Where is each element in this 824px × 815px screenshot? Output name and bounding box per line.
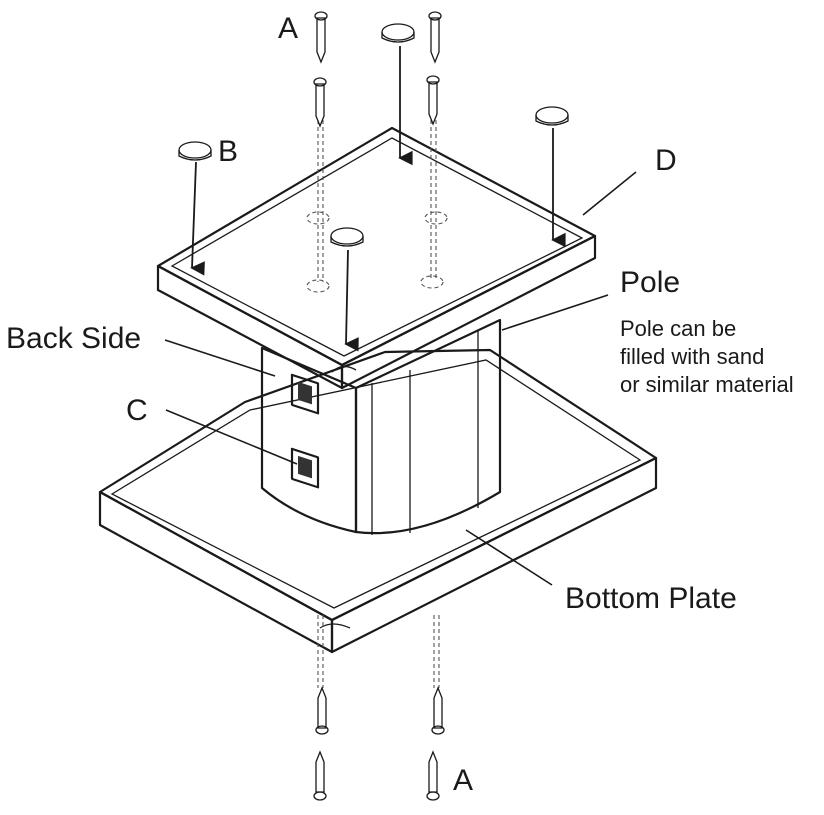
- pole-note-line3: or similar material: [620, 372, 794, 397]
- screw-icon: [314, 11, 328, 64]
- foot-pads: [178, 23, 569, 247]
- screw-hole: [306, 211, 330, 225]
- label-back-side: Back Side: [6, 322, 141, 355]
- leader-bottom-plate: [465, 529, 553, 586]
- label-d: D: [655, 144, 677, 177]
- bottom-plate: [98, 348, 658, 654]
- screw-hole: [306, 279, 330, 293]
- leader-lines: [164, 171, 637, 586]
- screw-icon: [426, 75, 440, 126]
- pad-icon: [178, 141, 212, 161]
- insertion-arrows: [190, 46, 566, 352]
- screw-guides: [317, 120, 440, 688]
- pad-icon: [381, 23, 415, 43]
- pad-icon: [330, 227, 364, 247]
- label-b: B: [218, 135, 238, 168]
- screw-hole: [424, 211, 448, 225]
- label-pole: Pole: [620, 266, 680, 299]
- leader-pole: [501, 294, 609, 331]
- pole: [260, 318, 502, 535]
- bracket-lower: [290, 447, 320, 489]
- pole-note-line2: filled with sand: [620, 344, 764, 369]
- screw-hole: [420, 275, 444, 289]
- label-a-bottom: A: [453, 764, 473, 797]
- leader-d: [582, 171, 637, 216]
- pole-note-line1: Pole can be: [620, 316, 736, 341]
- leader-c: [165, 409, 298, 465]
- screw-icon: [431, 686, 445, 735]
- screws: [313, 11, 445, 801]
- top-plate: [156, 126, 597, 390]
- screw-icon: [426, 750, 440, 801]
- screw-icon: [313, 750, 327, 801]
- screw-icon: [315, 686, 329, 735]
- screw-icon: [313, 77, 327, 128]
- screw-icon: [428, 11, 442, 64]
- leader-back-side: [164, 339, 276, 377]
- bracket-upper: [290, 373, 320, 415]
- pad-icon: [535, 106, 569, 126]
- label-a-top: A: [278, 12, 298, 45]
- label-c: C: [126, 394, 148, 427]
- label-bottom-plate: Bottom Plate: [565, 582, 737, 615]
